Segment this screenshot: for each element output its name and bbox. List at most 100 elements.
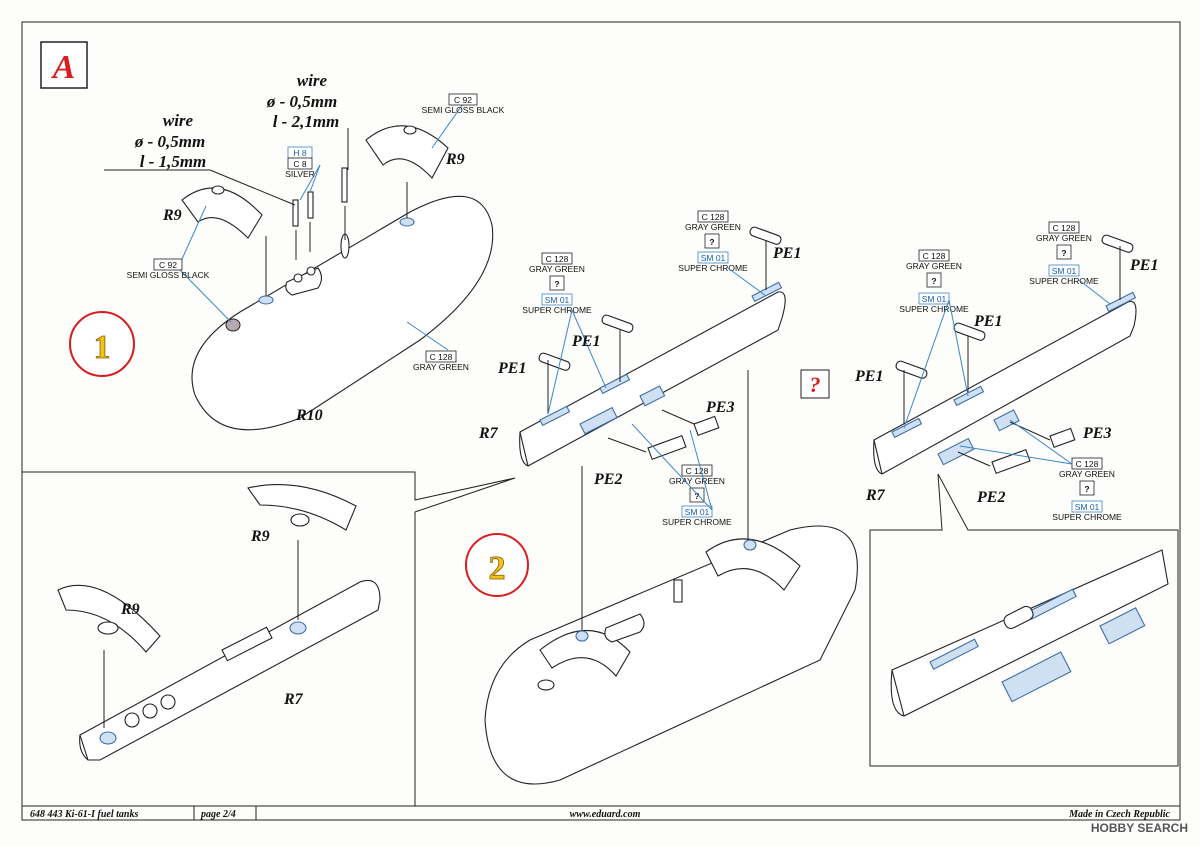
part-label-pe1-a: PE1	[497, 360, 526, 377]
svg-text:C 128: C 128	[923, 251, 946, 261]
svg-text:?: ?	[554, 279, 559, 289]
svg-text:SUPER CHROME: SUPER CHROME	[678, 263, 748, 273]
svg-text:C 8: C 8	[293, 159, 307, 169]
fairing-r9-left	[181, 185, 263, 239]
paint-callout-c128-tank: C 128 GRAY GREEN	[413, 350, 469, 372]
svg-text:C 92: C 92	[159, 260, 177, 270]
step-2-number: 2	[489, 550, 506, 587]
svg-text:GRAY GREEN: GRAY GREEN	[529, 264, 585, 274]
svg-text:GRAY GREEN: GRAY GREEN	[685, 222, 741, 232]
variant-label-pe1-c: PE1	[1129, 257, 1158, 274]
svg-text:?: ?	[694, 491, 699, 501]
svg-text:SUPER CHROME: SUPER CHROME	[522, 305, 592, 315]
svg-text:ø - 0,5mm: ø - 0,5mm	[134, 132, 205, 151]
svg-text:SM 01: SM 01	[701, 253, 726, 263]
svg-text:GRAY GREEN: GRAY GREEN	[906, 261, 962, 271]
svg-text:SEMI GLOSS BLACK: SEMI GLOSS BLACK	[127, 270, 210, 280]
svg-text:C 128: C 128	[1076, 459, 1099, 469]
watermark: HOBBY SEARCH	[1091, 821, 1188, 835]
variant-paint-leaders	[903, 279, 1111, 465]
step-2-paint-leaders	[547, 267, 767, 511]
svg-text:?: ?	[709, 237, 714, 247]
part-label-r9-left: R9	[162, 207, 182, 224]
sheet-letter-badge: A	[40, 41, 88, 89]
svg-text:GRAY GREEN: GRAY GREEN	[669, 476, 725, 486]
variant-label-r7: R7	[865, 487, 886, 504]
variant-paint-callout-bottom: C 128 GRAY GREEN ? SM 01 SUPER CHROME	[1052, 457, 1122, 522]
svg-text:SUPER CHROME: SUPER CHROME	[662, 517, 732, 527]
variant-detail-inset	[869, 473, 1179, 767]
watermark-text: HOBBY SEARCH	[1091, 821, 1188, 835]
wire-long	[341, 167, 348, 203]
svg-text:SM 01: SM 01	[922, 294, 947, 304]
svg-text:l - 1,5mm: l - 1,5mm	[140, 152, 207, 171]
step-2-r7-assembly	[519, 226, 786, 467]
svg-text:SUPER CHROME: SUPER CHROME	[1029, 276, 1099, 286]
svg-text:SILVER: SILVER	[285, 169, 315, 179]
wire-short-2	[307, 191, 314, 219]
part-label-r7-step2: R7	[478, 425, 499, 442]
svg-text:GRAY GREEN: GRAY GREEN	[413, 362, 469, 372]
part-label-pe1-b: PE1	[571, 333, 600, 350]
svg-text:C 128: C 128	[546, 254, 569, 264]
step-2-marker: 2	[465, 533, 529, 597]
svg-text:GRAY GREEN: GRAY GREEN	[1036, 233, 1092, 243]
svg-text:ø - 0,5mm: ø - 0,5mm	[266, 92, 337, 111]
part-label-r10: R10	[295, 407, 323, 424]
sheet-letter: A	[51, 49, 76, 86]
paint-callout-c92-left: C 92 SEMI GLOSS BLACK	[127, 258, 210, 280]
svg-text:SEMI GLOSS BLACK: SEMI GLOSS BLACK	[422, 105, 505, 115]
paint-callout-c128-left: C 128 GRAY GREEN ? SM 01 SUPER CHROME	[522, 252, 592, 315]
footer-website: www.eduard.com	[570, 809, 641, 820]
wire-note-short: wire ø - 0,5mm l - 1,5mm	[134, 111, 206, 171]
part-label-pe3-step2: PE3	[705, 399, 734, 416]
footer-origin: Made in Czech Republic	[1068, 809, 1170, 820]
step-1-number: 1	[94, 329, 111, 366]
variant-paint-callout-top: C 128 GRAY GREEN ? SM 01 SUPER CHROME	[1029, 221, 1099, 286]
paint-callout-c92-right: C 92 SEMI GLOSS BLACK	[422, 93, 505, 115]
part-label-r9-right: R9	[445, 151, 465, 168]
step-2-tank	[484, 370, 858, 785]
paint-callout-c128-top: C 128 GRAY GREEN ? SM 01 SUPER CHROME	[678, 210, 748, 273]
svg-text:?: ?	[1084, 484, 1089, 494]
footer-bar: 648 443 Ki-61-I fuel tanks page 2/4 www.…	[22, 805, 1180, 820]
svg-text:SUPER CHROME: SUPER CHROME	[899, 304, 969, 314]
svg-text:?: ?	[1061, 248, 1066, 258]
unknown-variant-badge: ?	[800, 369, 830, 399]
step-1-marker: 1	[69, 311, 135, 377]
inset-label-r9-left: R9	[120, 601, 140, 618]
paint-callout-h8-c8: H 8 C 8 SILVER	[285, 146, 315, 179]
svg-text:H 8: H 8	[293, 148, 307, 158]
step-1-leaders	[104, 103, 464, 351]
part-label-pe2-step2: PE2	[593, 471, 622, 488]
svg-text:C 128: C 128	[702, 212, 725, 222]
svg-text:C 92: C 92	[454, 95, 472, 105]
svg-text:SM 01: SM 01	[685, 507, 710, 517]
variant-label-pe1-b: PE1	[973, 313, 1002, 330]
svg-text:C 128: C 128	[686, 466, 709, 476]
svg-text:SUPER CHROME: SUPER CHROME	[1052, 512, 1122, 522]
variant-label-pe1-a: PE1	[854, 368, 883, 385]
variant-label-pe3: PE3	[1082, 425, 1111, 442]
svg-text:GRAY GREEN: GRAY GREEN	[1059, 469, 1115, 479]
svg-text:SM 01: SM 01	[1052, 266, 1077, 276]
inset-label-r9-top: R9	[250, 528, 270, 545]
svg-text:?: ?	[931, 276, 936, 286]
paint-callout-c128-bottom: C 128 GRAY GREEN ? SM 01 SUPER CHROME	[662, 464, 732, 527]
inset-label-r7: R7	[283, 691, 304, 708]
page-frame	[21, 21, 1181, 821]
footer-page: page 2/4	[200, 809, 236, 820]
svg-text:SM 01: SM 01	[545, 295, 570, 305]
tank-r10-drawing	[191, 195, 494, 431]
wire-note-long: wire ø - 0,5mm l - 2,1mm	[266, 71, 339, 131]
detail-inset-r7	[22, 471, 516, 807]
svg-text:l - 2,1mm: l - 2,1mm	[273, 112, 340, 131]
footer-product: 648 443 Ki-61-I fuel tanks	[30, 809, 138, 820]
svg-text:?: ?	[810, 372, 821, 397]
fairing-r9-right	[365, 125, 449, 179]
part-label-pe1-c: PE1	[772, 245, 801, 262]
svg-text:C 128: C 128	[430, 352, 453, 362]
svg-text:C 128: C 128	[1053, 223, 1076, 233]
svg-text:SM 01: SM 01	[1075, 502, 1100, 512]
